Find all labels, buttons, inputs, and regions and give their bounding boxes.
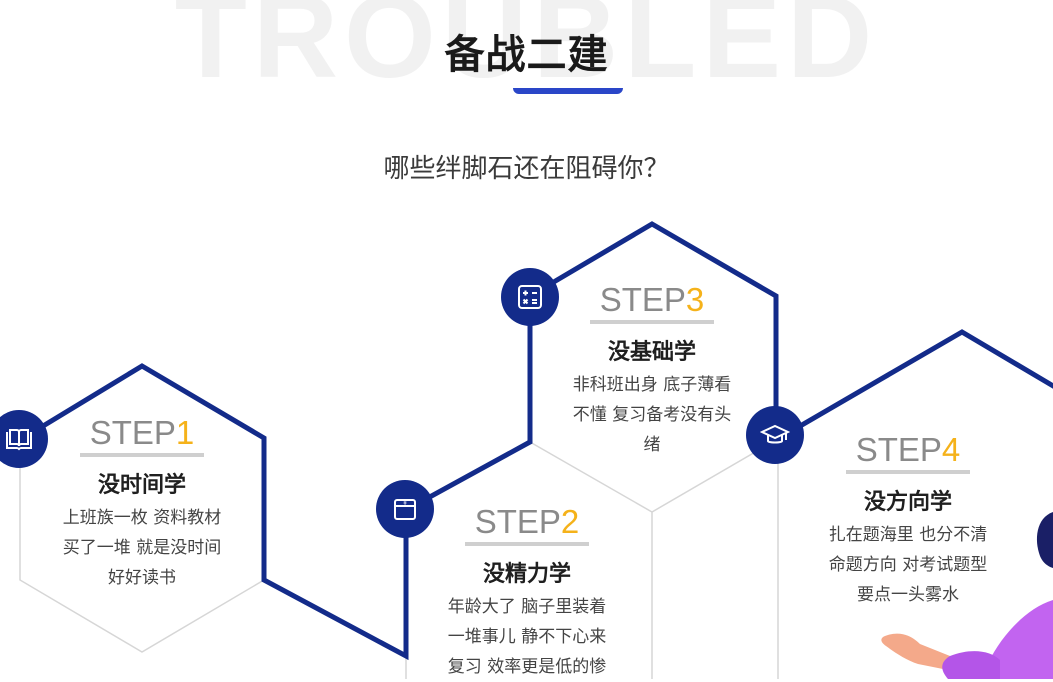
- step-description: 扎在题海里 也分不清命题方向 对考试题型要点一头雾水: [828, 525, 988, 605]
- step-number: 3: [685, 281, 705, 318]
- step-description: 上班族一枚 资料教材买了一堆 就是没时间好好读书: [62, 508, 222, 588]
- background-watermark-word: TROUBLED: [174, 0, 879, 103]
- step-heading: 没方向学: [863, 490, 952, 515]
- book-icon: [6, 429, 32, 451]
- step-number: 4: [941, 431, 961, 468]
- calculator-icon: [518, 285, 542, 309]
- step-card-1: STEP1 没时间学 上班族一枚 资料教材买了一堆 就是没时间好好读书: [37, 416, 247, 593]
- step-card-2: STEP2 没精力学 年龄大了 脑子里装着一堆事儿 静不下心来复习 效率更是低的…: [422, 505, 632, 682]
- wallet-icon: ¥: [394, 499, 416, 520]
- step-label: STEP2: [464, 503, 590, 546]
- step-heading: 没时间学: [97, 473, 186, 498]
- wallet-icon-badge: ¥: [376, 480, 434, 538]
- step-description: 非科班出身 底子薄看不懂 复习备考没有头绪: [572, 375, 732, 455]
- step-heading: 没精力学: [482, 562, 571, 587]
- page-subtitle: 哪些绊脚石还在阻碍你？: [383, 154, 670, 184]
- step-card-4: STEP4 没方向学 扎在题海里 也分不清命题方向 对考试题型要点一头雾水: [803, 433, 1013, 610]
- step-label: STEP1: [79, 414, 205, 457]
- svg-text:¥: ¥: [403, 500, 407, 507]
- step-number: 1: [175, 414, 195, 451]
- step-description: 年龄大了 脑子里装着一堆事儿 静不下心来复习 效率更是低的惨: [447, 597, 607, 677]
- step-number: 2: [560, 503, 580, 540]
- step-label: STEP3: [589, 281, 715, 324]
- calculator-icon-badge: [501, 268, 559, 326]
- graduation-cap-icon: [760, 424, 790, 444]
- book-icon-badge: [0, 410, 48, 468]
- step-label: STEP4: [845, 431, 971, 474]
- step-heading: 没基础学: [607, 340, 696, 365]
- person-illustration: [881, 512, 1053, 679]
- title-underline: [513, 88, 623, 94]
- page-title: 备战二建: [444, 32, 609, 78]
- graduation-cap-icon-badge: [746, 406, 804, 464]
- step-card-3: STEP3 没基础学 非科班出身 底子薄看不懂 复习备考没有头绪: [547, 283, 757, 460]
